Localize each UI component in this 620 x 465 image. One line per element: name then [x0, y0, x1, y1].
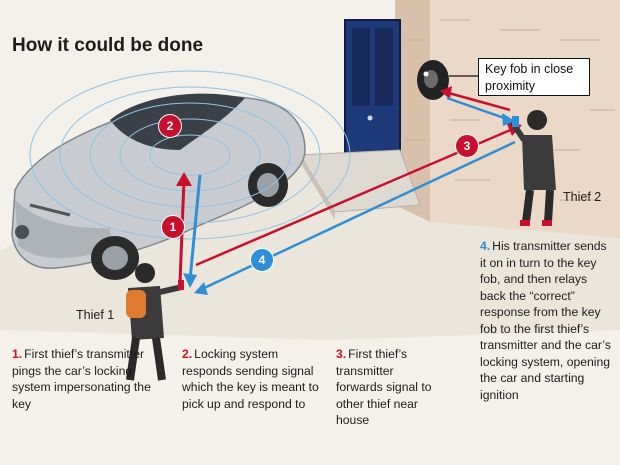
thief-1-figure: [126, 263, 184, 381]
step-4-number: 4.: [480, 239, 491, 253]
badge-1: 1: [161, 215, 185, 239]
arrow-blue-down: [188, 174, 202, 281]
step-3-text: First thief’s transmitter forwards signa…: [336, 347, 432, 427]
step-3-number: 3.: [336, 347, 347, 361]
key-fob-callout: Key fob in close proximity: [478, 58, 590, 96]
thief-2-figure: [509, 110, 556, 226]
badge-4: 4: [250, 248, 274, 272]
front-door: [299, 19, 421, 220]
step-1: 1.First thief’s transmitter pings the ca…: [12, 346, 160, 412]
step-4: 4.His transmitter sends it on in turn to…: [480, 238, 615, 403]
step-2: 2.Locking system responds sending signal…: [182, 346, 324, 412]
signal-rings: [29, 70, 351, 240]
step-4-text: His transmitter sends it on in turn to t…: [480, 239, 611, 402]
page-title: How it could be done: [12, 35, 204, 56]
step-1-text: First thief’s transmitter pings the car’…: [12, 347, 151, 411]
arrow-red-fob: [444, 90, 511, 112]
step-2-number: 2.: [182, 347, 193, 361]
arrow-blue-fob: [446, 96, 511, 122]
step-2-text: Locking system responds sending signal w…: [182, 347, 319, 411]
badge-2: 2: [158, 114, 182, 138]
badge-3: 3: [455, 134, 479, 158]
key-fob: [417, 60, 449, 100]
thief-2-label: Thief 2: [563, 190, 602, 204]
thief-1-label: Thief 1: [76, 308, 115, 322]
step-3: 3.First thief’s transmitter forwards sig…: [336, 346, 436, 429]
step-1-number: 1.: [12, 347, 23, 361]
